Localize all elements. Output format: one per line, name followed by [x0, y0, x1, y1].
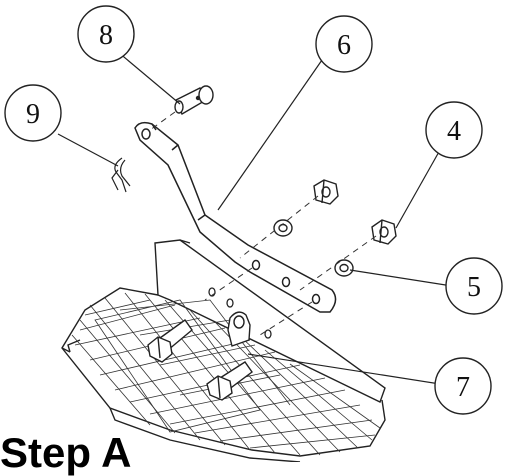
svg-text:4: 4: [447, 116, 461, 147]
callout-6: 6: [315, 15, 373, 73]
mounting-lug: [227, 311, 251, 347]
svg-text:9: 9: [26, 99, 40, 130]
hex-nut-lower: [371, 219, 397, 245]
callout-5: 5: [445, 257, 503, 315]
step-plate: [61, 239, 386, 462]
clevis-pin: [174, 85, 214, 116]
step-title: Step A: [0, 429, 132, 476]
hex-bolt-right: [206, 361, 253, 401]
callout-4: 4: [425, 101, 483, 159]
svg-text:8: 8: [99, 20, 113, 51]
washer-lower: [334, 259, 354, 277]
hair-pin: [111, 157, 131, 193]
assembly-diagram: 8 6 9 4 5 7: [4, 5, 503, 462]
assembly-centerlines: [149, 111, 377, 336]
hex-bolt-left: [147, 319, 193, 363]
callout-7: 7: [434, 357, 492, 415]
bracket-arm: [134, 121, 337, 313]
svg-text:5: 5: [467, 272, 481, 303]
callout-8: 8: [77, 5, 135, 63]
leader-lines: [57, 51, 453, 385]
hex-nut-upper: [313, 179, 339, 205]
callout-9: 9: [4, 84, 62, 142]
svg-text:6: 6: [337, 30, 351, 61]
svg-text:7: 7: [456, 372, 470, 403]
washer-upper: [273, 219, 293, 237]
